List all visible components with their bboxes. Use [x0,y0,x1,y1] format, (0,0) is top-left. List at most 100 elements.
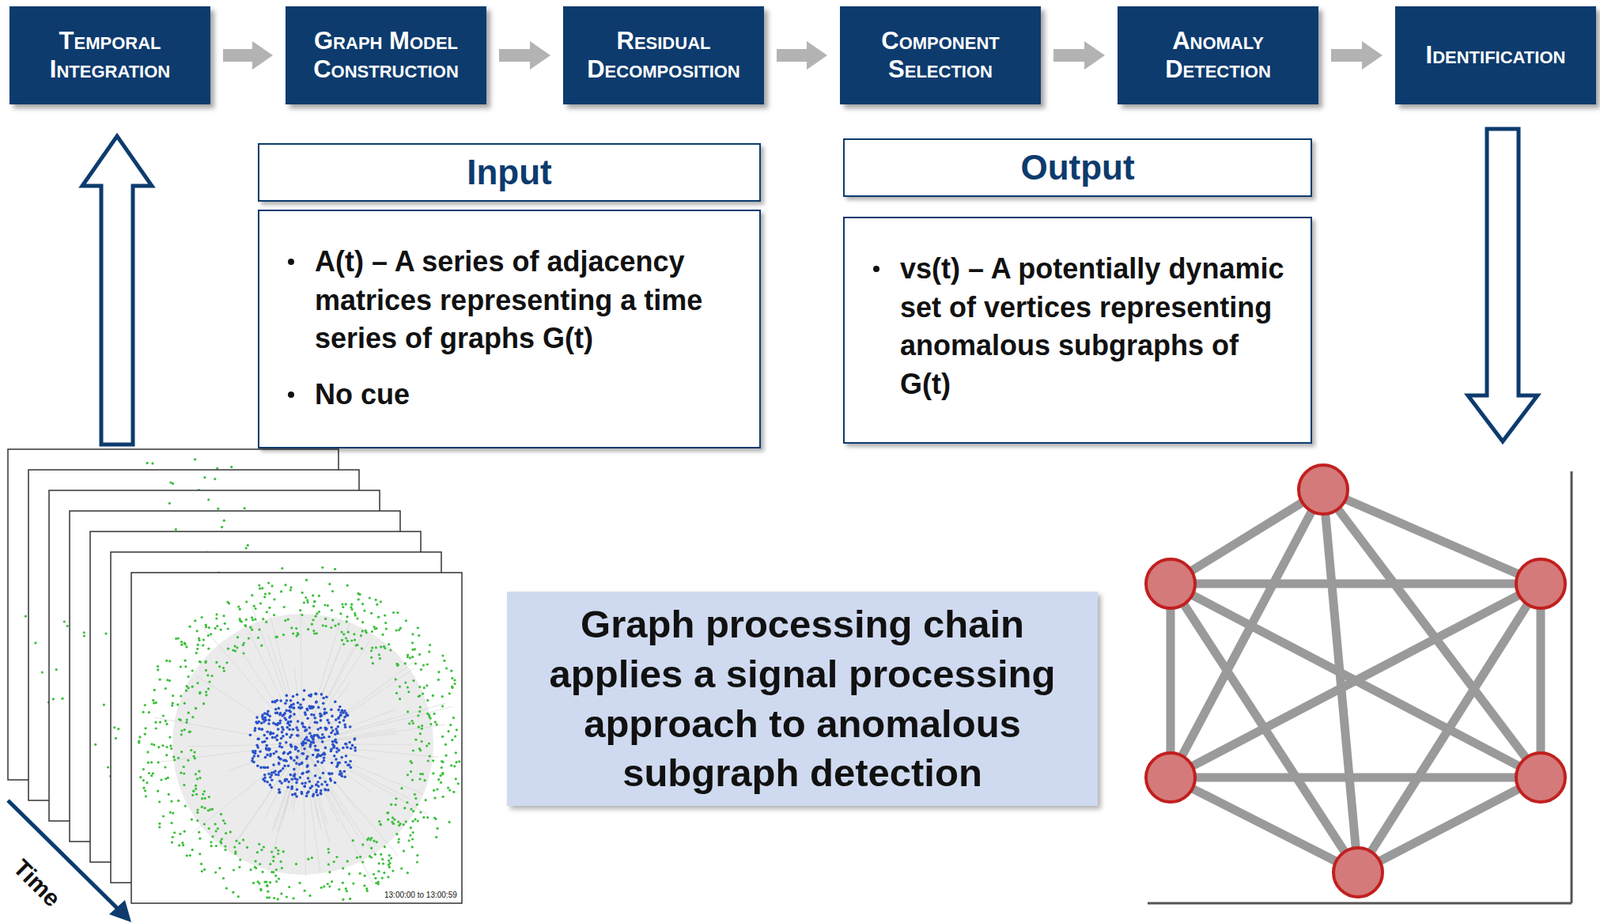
vertex-dot [151,461,154,465]
vertex-dot [260,848,263,852]
clique-vertex [1146,752,1196,802]
vertex-dot [388,866,391,869]
vertex-dot [189,730,192,734]
vertex-dot [289,714,293,719]
clique-vertex [1333,847,1383,897]
edge-stroke [302,744,428,815]
edge-stroke [302,744,439,757]
vertex-dot [285,694,289,698]
vertex-dot [344,887,348,890]
clique-vertex [1516,559,1566,609]
vertex-dot [452,790,455,794]
vertex-dot [323,787,327,791]
vertex-dot [238,866,241,869]
vertex-dot [267,722,271,726]
edge-stroke [302,744,322,831]
vertex-dot [355,616,359,620]
vertex-dot [274,772,278,776]
vertex-dot [200,805,204,809]
vertex-dot [363,884,366,887]
vertex-dot [272,763,276,767]
vertex-dot [290,733,294,738]
vertex-dot [347,764,352,768]
vertex-dot [83,634,86,637]
vertex-dot [386,818,390,821]
vertex-dot [280,866,284,870]
vertex-dot [187,711,190,715]
vertex-dot [330,608,333,612]
vertex-dot [215,829,218,833]
vertex-dot [253,605,256,608]
hollow-arrow-down [1467,128,1538,442]
vertex-dot [291,632,295,636]
vertex-dot [286,785,290,789]
vertex-dot [156,668,159,671]
vertex-dot [359,872,362,875]
vertex-dot [288,723,292,727]
vertex-dot [434,720,437,723]
vertex-dot [329,777,333,781]
vertex-dot [301,721,305,725]
vertex-dot [172,755,175,758]
vertex-dot [323,603,326,606]
vertex-dot [182,765,186,768]
vertex-dot [287,728,292,732]
vertex-dot [295,693,299,697]
vertex-dot [305,578,308,582]
edge-stroke [302,706,453,745]
vertex-dot [453,682,457,685]
vertex-dot [451,686,454,689]
vertex-dot [285,733,289,737]
vertex-dot [261,617,265,621]
vertex-dot [287,709,292,713]
clique-vertex [1146,559,1196,609]
vertex-dot [195,651,198,655]
vertex-dot [146,750,149,753]
vertex-dot [412,722,415,725]
vertex-dot [335,741,339,745]
vertex-dot [265,712,269,716]
vertex-dot [289,699,293,703]
vertex-dot [270,850,273,853]
vertex-dot [292,712,296,716]
vertex-dot [191,669,194,672]
vertex-dot [260,713,265,717]
vertex-dot [227,601,231,605]
vertex-dot [410,761,413,765]
edge-stroke [302,744,359,812]
vertex-dot [279,719,283,723]
vertex-dot [158,825,161,829]
vertex-dot [200,616,204,619]
vertex-dot [454,777,458,780]
vertex-dot [372,839,375,843]
vertex-dot [193,619,197,622]
axis-line [1570,471,1574,904]
edge-stroke [302,744,411,800]
vertex-dot [314,615,318,618]
vertex-dot [355,856,359,859]
vertex-dot [348,725,352,729]
vertex-dot [296,719,300,723]
vertex-dot [351,744,355,748]
vertex-dot [391,869,394,873]
vertex-dot [268,718,272,723]
vertex-dot [348,760,352,764]
vertex-dot [346,584,349,587]
vertex-dot [104,632,107,636]
vertex-dot [41,671,44,674]
vertex-dot [381,858,384,861]
vertex-dot [245,618,248,621]
vertex-dot [336,708,341,712]
vertex-dot [106,765,110,768]
vertex-dot [454,751,458,754]
vertex-dot [180,729,183,732]
clique-edge [1166,583,1176,778]
graph-frame [131,572,462,904]
vertex-dot [416,819,420,822]
vertex-dot [272,597,276,601]
vertex-dot [325,624,328,628]
vertex-dot [313,600,316,603]
vertex-dot [184,643,187,646]
vertex-dot [333,699,337,704]
vertex-dot [255,715,259,719]
